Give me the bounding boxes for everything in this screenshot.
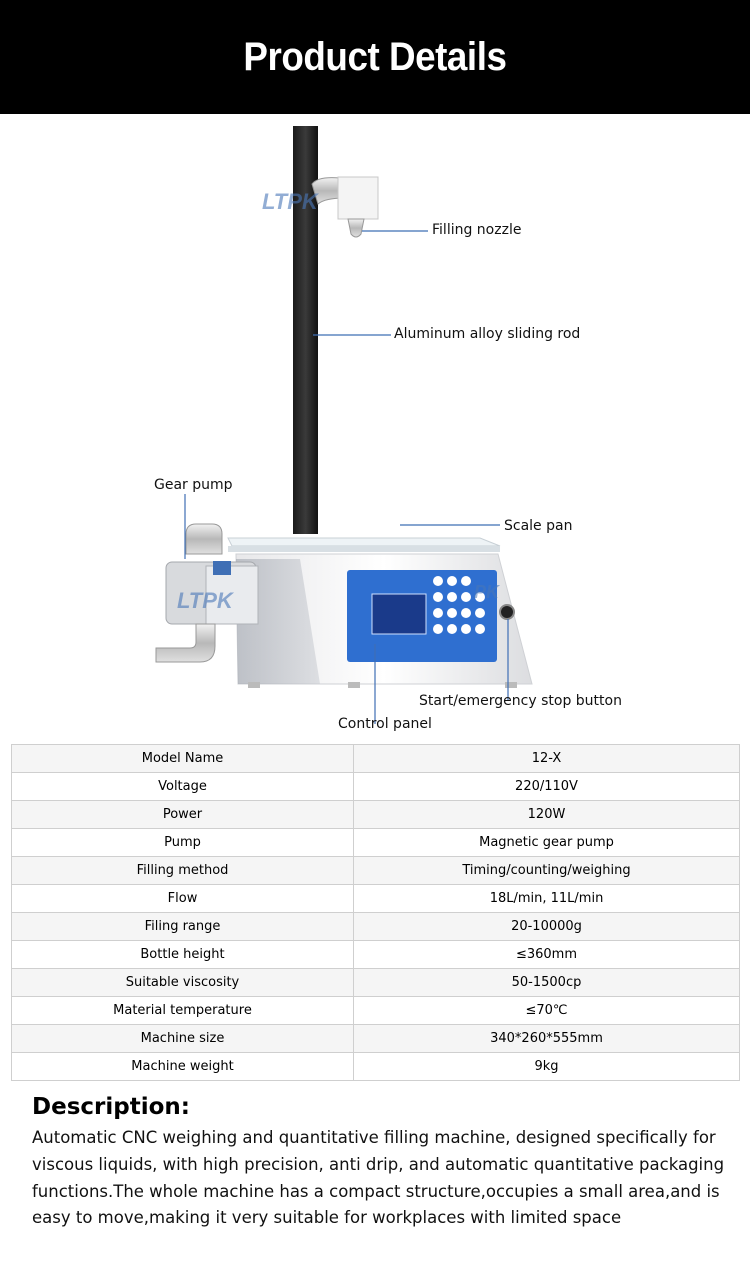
pump-connector (213, 561, 231, 575)
foot-mid (348, 682, 360, 688)
spec-key: Model Name (11, 744, 354, 773)
spec-value: 220/110V (353, 772, 740, 801)
scale-pan-edge (228, 546, 500, 552)
scale-pan (227, 537, 501, 547)
spec-value: Timing/counting/weighing (353, 856, 740, 885)
callout-stop-button: Start/emergency stop button (419, 693, 622, 709)
panel-keypad (433, 576, 485, 634)
watermark-panel: PK (474, 582, 501, 602)
table-row: Material temperature≤70℃ (11, 996, 740, 1025)
spec-key: Material temperature (11, 996, 354, 1025)
foot-left (248, 682, 260, 688)
pump-housing (205, 565, 259, 625)
watermark-pump: LTPK (177, 588, 235, 613)
callout-control-panel: Control panel (338, 716, 432, 732)
spec-value: ≤70℃ (353, 996, 740, 1025)
spec-value: ≤360mm (353, 940, 740, 969)
spec-key: Pump (11, 828, 354, 857)
foot-right (505, 682, 517, 688)
spec-key: Bottle height (11, 940, 354, 969)
callout-sliding-rod: Aluminum alloy sliding rod (394, 326, 581, 342)
spec-value: 12-X (353, 744, 740, 773)
spec-value: 50-1500cp (353, 968, 740, 997)
spec-value: Magnetic gear pump (353, 828, 740, 857)
panel-screen (371, 593, 427, 635)
nozzle-tip (347, 218, 365, 238)
spec-key: Machine weight (11, 1052, 354, 1081)
watermark-top: LTPK (262, 189, 320, 214)
sliding-rod (293, 126, 318, 534)
nozzle-block (337, 176, 379, 220)
spec-key: Voltage (11, 772, 354, 801)
spec-key: Machine size (11, 1024, 354, 1053)
spec-key: Filing range (11, 912, 354, 941)
spec-key: Filling method (11, 856, 354, 885)
spec-value: 340*260*555mm (353, 1024, 740, 1053)
spec-value: 18L/min, 11L/min (353, 884, 740, 913)
spec-value: 120W (353, 800, 740, 829)
spec-value: 9kg (353, 1052, 740, 1081)
page-title: Product Details (243, 34, 507, 79)
spec-value: 20-10000g (353, 912, 740, 941)
header-banner: Product Details (0, 0, 750, 114)
spec-key: Power (11, 800, 354, 829)
pump-outlet (155, 623, 216, 663)
machine-illustration: LTPK LTPK PK (155, 126, 533, 724)
description-body: Automatic CNC weighing and quantitative … (32, 1128, 725, 1228)
callout-scale-pan: Scale pan (504, 518, 573, 534)
stop-button (499, 604, 515, 620)
table-row: Bottle height≤360mm (11, 940, 740, 969)
spec-key: Suitable viscosity (11, 968, 354, 997)
pump-inlet (185, 523, 223, 555)
description-title: Description: (32, 1094, 190, 1120)
callout-lines (184, 230, 509, 724)
callout-gear-pump: Gear pump (154, 477, 233, 493)
callout-filling-nozzle: Filling nozzle (432, 222, 522, 238)
spec-key: Flow (11, 884, 354, 913)
product-figure: LTPK LTPK PK Filling nozzle Aluminum all… (0, 114, 750, 744)
